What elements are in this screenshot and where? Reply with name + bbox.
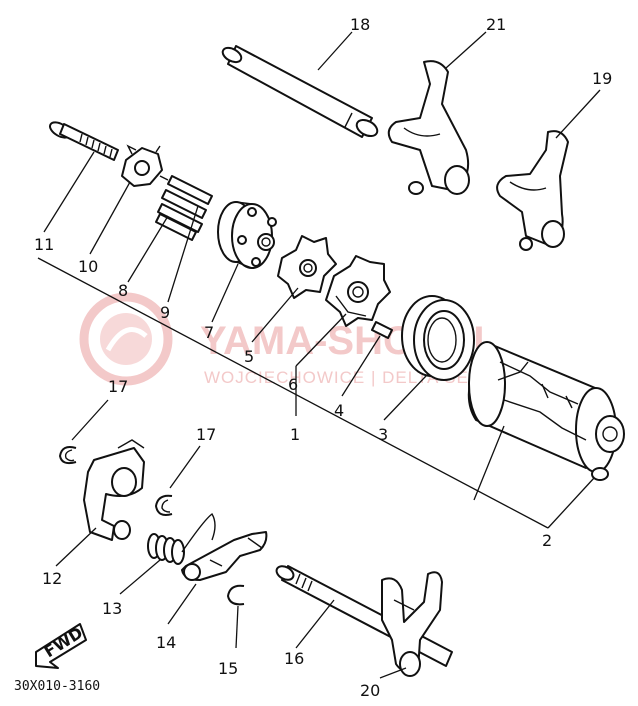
callout-11: 11 (34, 235, 54, 254)
part-cam-segment (217, 201, 277, 269)
part-spring (147, 512, 216, 565)
callout-5: 5 (244, 347, 254, 366)
callout-3: 3 (378, 425, 388, 444)
part-shift-fork-19 (496, 130, 569, 251)
part-shift-fork-20 (381, 571, 443, 677)
callout-8: 8 (118, 281, 128, 300)
part-circlip-a (59, 446, 77, 465)
callout-15: 15 (218, 659, 238, 678)
part-bearing (401, 295, 475, 381)
callout-4: 4 (334, 401, 344, 420)
part-stopper-plate (325, 255, 391, 327)
fwd-arrow-icon: FWD (35, 623, 87, 669)
part-dowel (371, 321, 393, 339)
assembly-baseline (37, 257, 549, 529)
part-segment (121, 144, 169, 187)
part-pins (155, 175, 213, 241)
part-shift-pawl (181, 531, 268, 581)
callout-14: 14 (156, 633, 176, 652)
callout-12: 12 (42, 569, 62, 588)
diagram-code: 30X010-3160 (14, 679, 100, 694)
part-shift-drum (467, 341, 625, 473)
fwd-label: FWD (41, 623, 87, 661)
callout-10: 10 (78, 257, 98, 276)
callout-17-upper: 17 (108, 377, 128, 396)
part-circlip-b (155, 494, 173, 516)
part-drum-pin (591, 467, 609, 481)
leader-lines (43, 31, 601, 679)
callout-2: 2 (542, 531, 552, 550)
part-eclip (227, 584, 245, 606)
part-guide-bar (221, 45, 379, 138)
callout-19: 19 (592, 69, 612, 88)
callout-1: 1 (290, 425, 300, 444)
callout-16: 16 (284, 649, 304, 668)
callout-20: 20 (360, 681, 380, 700)
callout-21: 21 (486, 15, 506, 34)
part-shift-fork-21 (387, 60, 470, 195)
part-shift-arm (83, 439, 145, 541)
callout-9: 9 (160, 303, 170, 322)
callout-17-lower: 17 (196, 425, 216, 444)
part-star-plate (277, 235, 337, 299)
callout-7: 7 (204, 323, 214, 342)
part-screw (49, 121, 119, 161)
callout-labels: 18 21 19 11 10 8 9 7 5 6 4 1 3 2 17 17 1… (34, 15, 612, 700)
callout-18: 18 (350, 15, 370, 34)
callout-13: 13 (102, 599, 122, 618)
callout-6: 6 (288, 375, 298, 394)
